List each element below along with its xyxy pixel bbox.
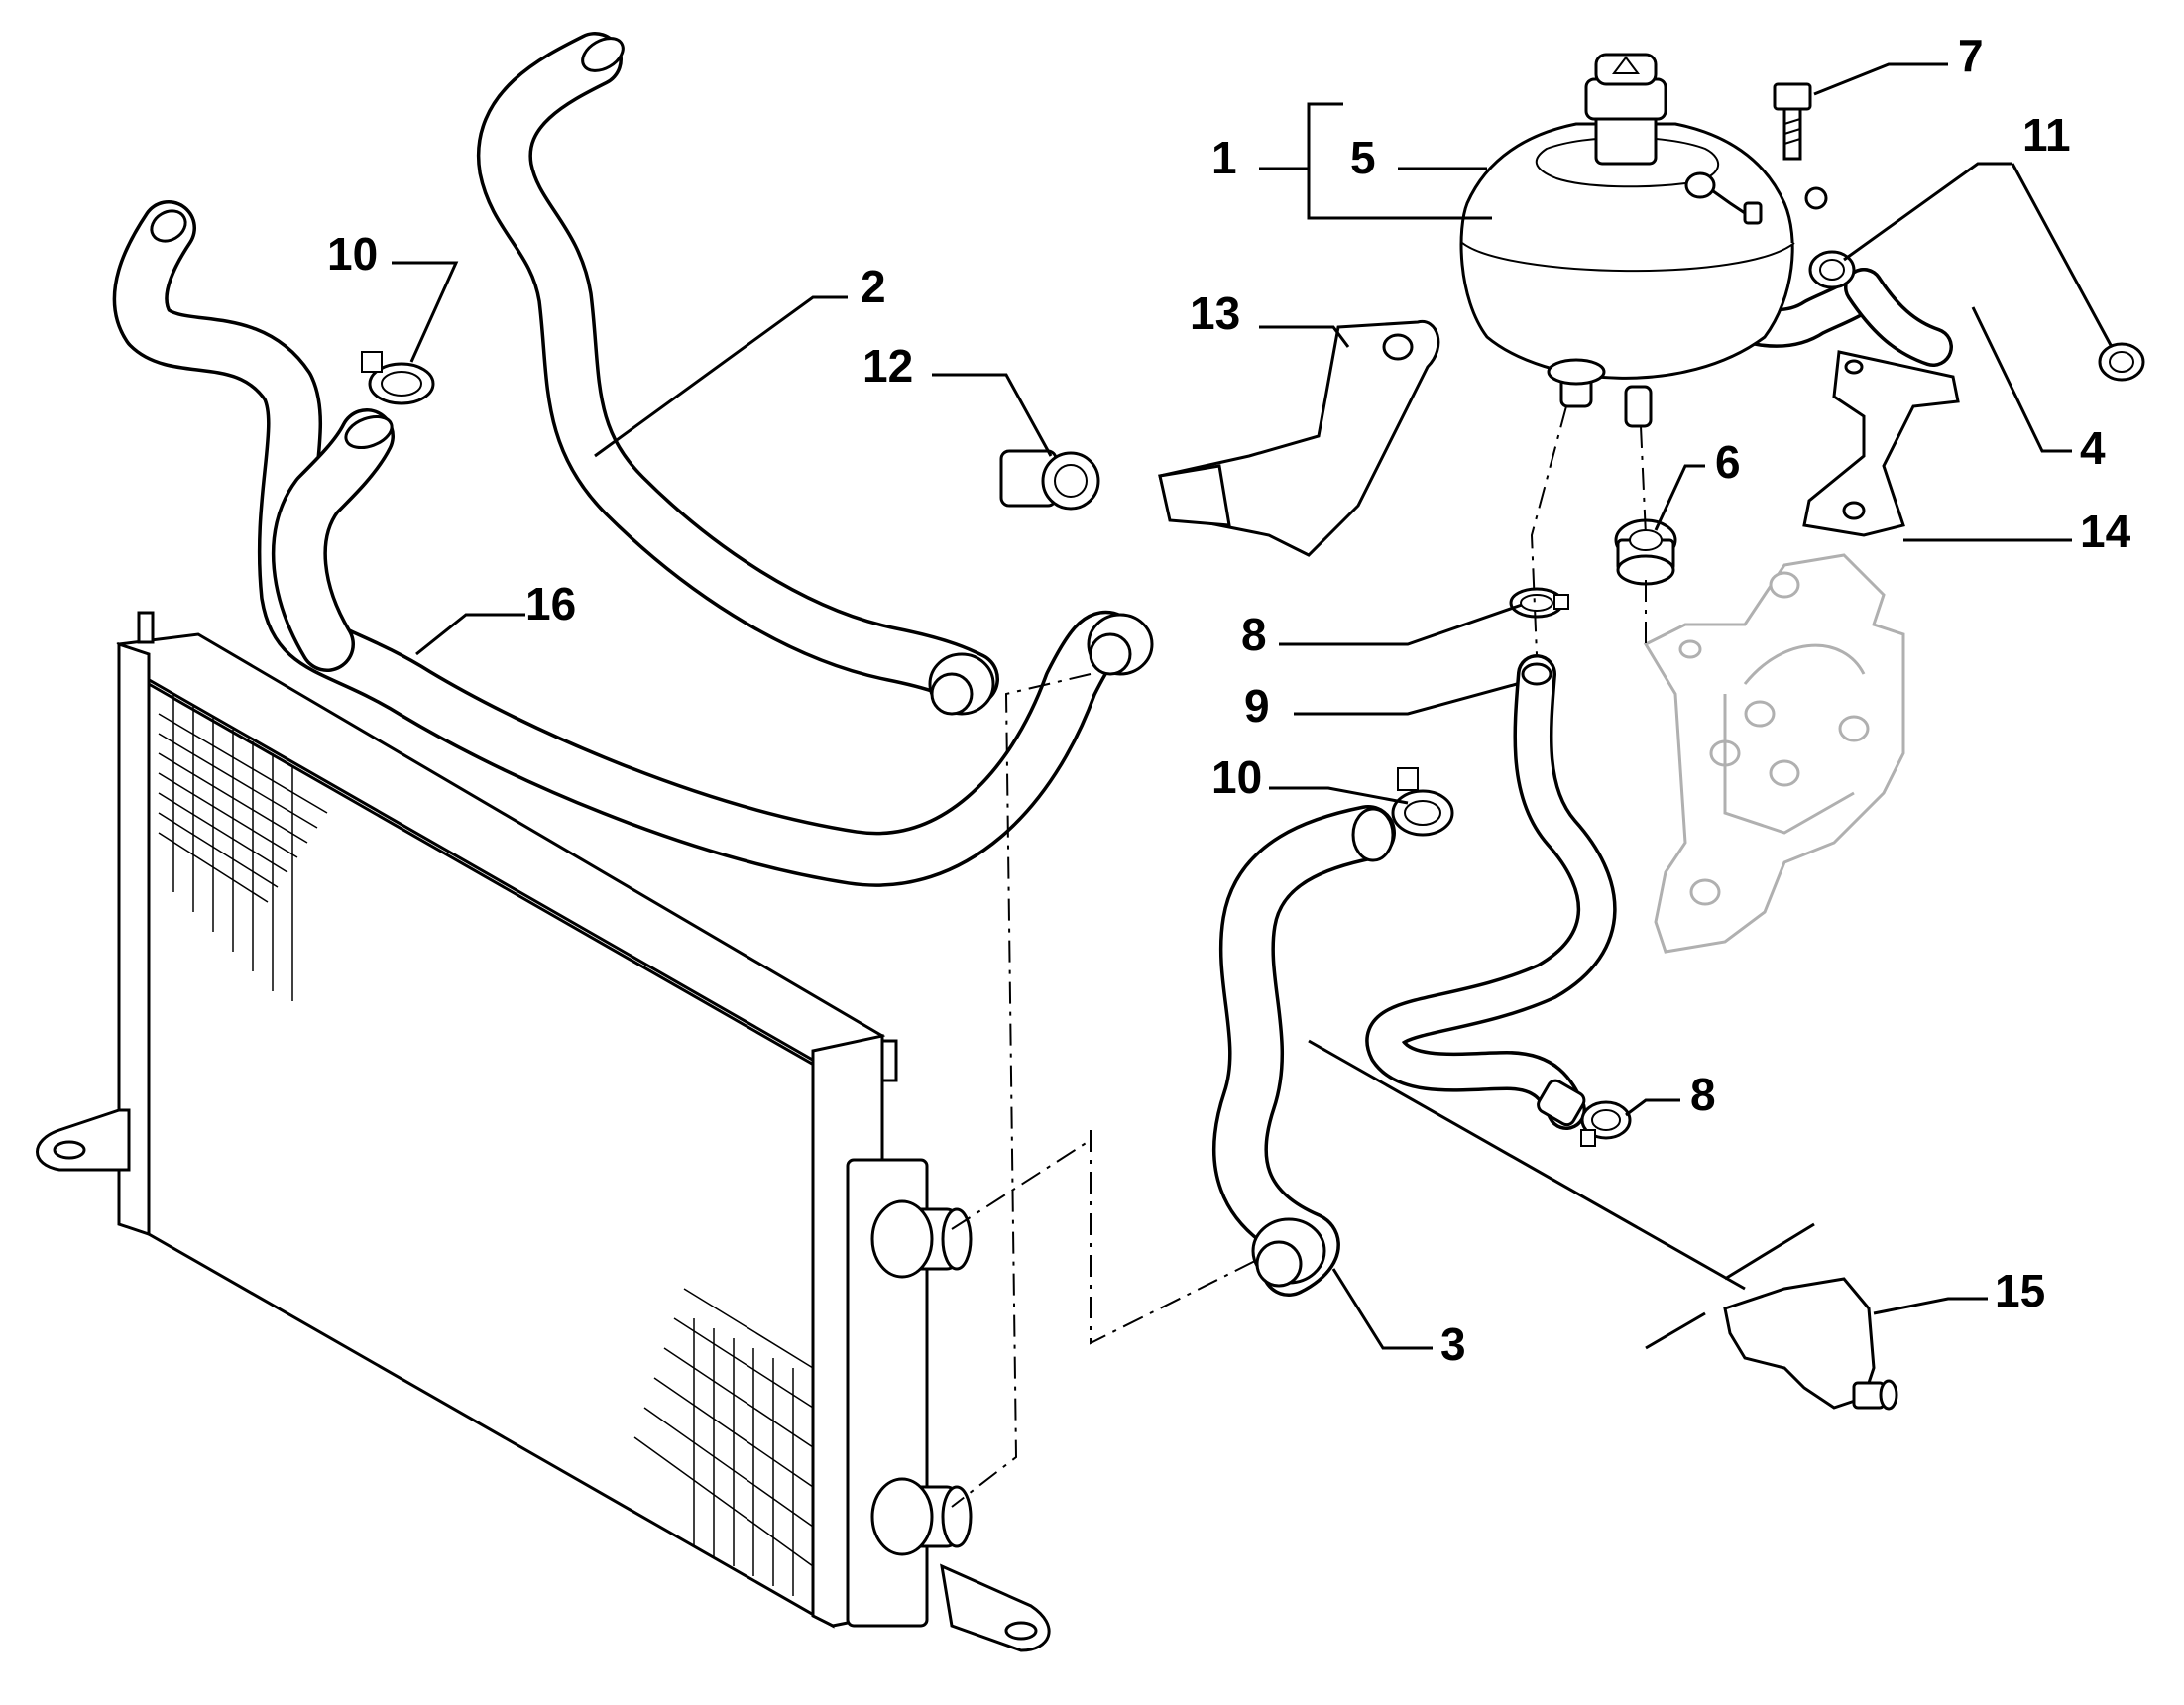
clamp-11-left — [1808, 250, 1856, 289]
hose-16 — [112, 200, 1154, 887]
callout-8-lower: 8 — [1690, 1069, 1716, 1120]
callout-16: 16 — [525, 578, 576, 629]
tank-cap — [1584, 53, 1667, 166]
engine-mount-reference — [1643, 553, 1905, 954]
bracket-13 — [1158, 320, 1440, 557]
callout-15: 15 — [1995, 1265, 2045, 1316]
clamp-11-right — [2098, 342, 2145, 382]
clamp-10-lower — [1391, 767, 1454, 837]
bracket-15 — [1723, 1277, 1898, 1411]
radiator — [36, 611, 1051, 1652]
hose-3 — [1211, 805, 1396, 1297]
callout-6: 6 — [1715, 436, 1741, 488]
callout-9: 9 — [1244, 680, 1270, 732]
radiator-lower-pipe — [870, 1477, 973, 1556]
callout-10-lower: 10 — [1211, 751, 1262, 803]
hose-2 — [476, 32, 999, 716]
callout-7: 7 — [1958, 30, 1984, 81]
assembly-lines — [951, 405, 1647, 1508]
callout-8-upper: 8 — [1241, 609, 1267, 660]
clip-12 — [999, 449, 1100, 511]
callout-3: 3 — [1440, 1318, 1466, 1370]
callout-11: 11 — [2022, 109, 2071, 161]
bolt-7 — [1773, 82, 1812, 161]
callout-4: 4 — [2080, 422, 2106, 474]
hose-9 — [1365, 654, 1617, 1130]
callout-12: 12 — [862, 340, 913, 392]
clamp-10-upper — [361, 351, 435, 405]
expansion-tank — [1459, 53, 1828, 428]
clamp-8-lower — [1580, 1100, 1632, 1147]
bracket-14 — [1802, 350, 1960, 537]
callout-14: 14 — [2080, 506, 2131, 557]
clamp-8-upper — [1509, 587, 1569, 619]
callout-10-upper: 10 — [327, 228, 378, 280]
callout-1: 1 — [1211, 132, 1237, 183]
leader-lines — [392, 62, 2114, 1350]
radiator-upper-pipe — [870, 1199, 973, 1279]
callout-5: 5 — [1350, 132, 1376, 183]
callout-13: 13 — [1190, 287, 1240, 339]
callout-labels: 1 2 3 4 5 6 7 8 8 9 10 10 11 12 13 14 15… — [327, 30, 2131, 1370]
radiator-fins — [158, 694, 814, 1596]
callout-2: 2 — [861, 261, 886, 312]
